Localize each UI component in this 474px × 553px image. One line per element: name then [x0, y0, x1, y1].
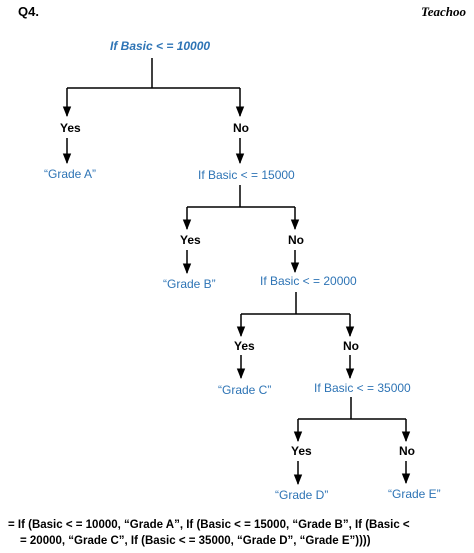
condition-1: If Basic < = 10000	[110, 39, 211, 53]
question-number: Q4.	[18, 4, 39, 19]
condition-3: If Basic < = 20000	[260, 274, 357, 288]
grade-c: “Grade C”	[218, 383, 272, 397]
grade-e: “Grade E”	[388, 487, 441, 501]
formula-line-1: = If (Basic < = 10000, “Grade A”, If (Ba…	[8, 519, 410, 531]
yes-label-3: Yes	[234, 339, 255, 353]
grade-d: “Grade D”	[275, 488, 329, 502]
brand-logo: Teachoo	[420, 4, 466, 19]
formula-line-2: = 20000, “Grade C”, If (Basic < = 35000,…	[20, 535, 371, 547]
no-label-3: No	[343, 339, 359, 353]
no-label-4: No	[399, 444, 415, 458]
grade-a: “Grade A”	[44, 167, 97, 181]
no-label-2: No	[288, 233, 304, 247]
no-label-1: No	[233, 121, 249, 135]
yes-label-2: Yes	[180, 233, 201, 247]
yes-label-4: Yes	[291, 444, 312, 458]
grade-b: “Grade B”	[163, 277, 216, 291]
condition-4: If Basic < = 35000	[314, 381, 411, 395]
condition-2: If Basic < = 15000	[198, 168, 295, 182]
yes-label-1: Yes	[60, 121, 81, 135]
